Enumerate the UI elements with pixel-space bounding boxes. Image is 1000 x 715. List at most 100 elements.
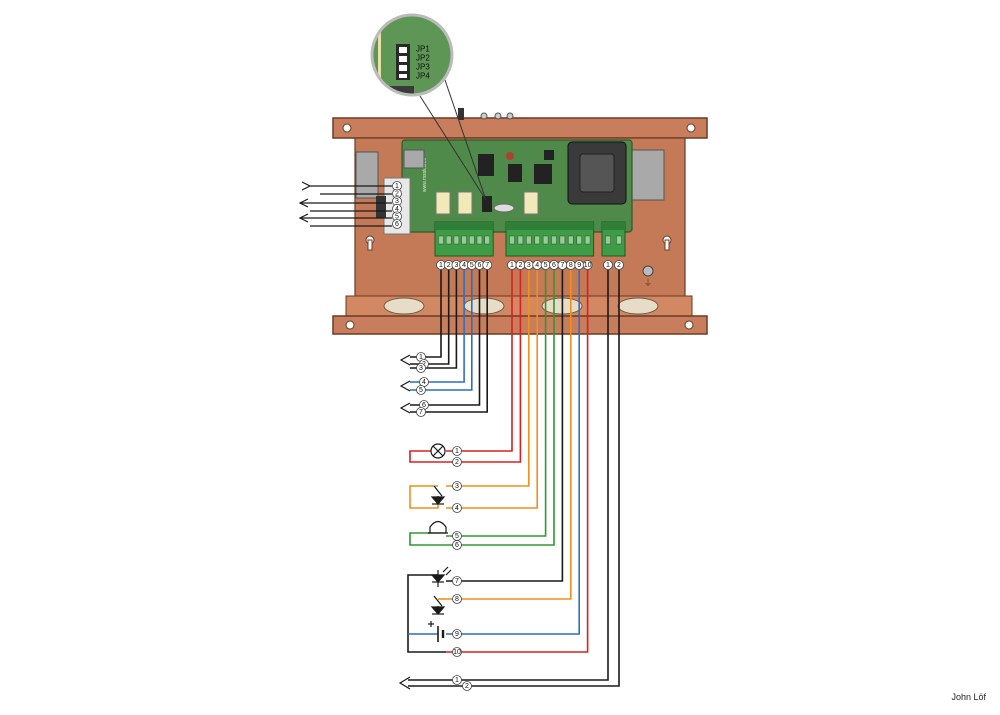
enclosure-top-flange [332,117,708,139]
left-terminal-wires [298,181,392,227]
led-icon [430,566,452,587]
ic-chip [544,150,554,160]
signal-arrow-icon [298,213,392,227]
terminal-block-b-pin-8: 8 [565,260,576,270]
svg-text:8: 8 [569,262,573,269]
terminal-blocks [434,221,626,257]
svg-text:2: 2 [465,683,469,690]
input-wire-5 [410,270,473,391]
ground-stud [642,265,654,277]
signal-arrow-icon [301,181,392,195]
svg-text:5: 5 [544,262,548,269]
grommet [617,297,659,315]
ic-chip [534,164,552,184]
relay [435,191,451,215]
terminal-block-b-pin-5: 5 [540,260,551,270]
lamp-label-2: 2 [452,457,462,467]
svg-text:1: 1 [455,677,459,684]
signal-arrow-icon [298,198,392,212]
output-wire-3 [446,270,530,487]
output-wire-2 [446,270,522,463]
input-label-7: 7 [416,407,426,417]
common-loop-wire [407,574,446,653]
jumper-label-jp4: JP4 [416,72,430,81]
svg-text:5: 5 [419,387,423,394]
svg-text:10: 10 [584,262,592,269]
input-wire-7 [410,270,489,413]
svg-text:1: 1 [606,262,610,269]
mount-hole [342,123,352,133]
jumper-label-jp1: JP1 [416,45,430,54]
svg-text:2: 2 [455,459,459,466]
ic-chip [478,154,494,176]
svg-text:5: 5 [455,533,459,540]
battery-icon [428,621,445,642]
potentiometer [506,152,514,160]
svg-text:6: 6 [395,221,399,228]
mount-hole [345,320,355,330]
button1-label-3: 3 [452,481,462,491]
keyhole-mount [662,235,672,251]
svg-text:7: 7 [560,262,564,269]
svg-text:4: 4 [535,262,539,269]
relay [457,191,473,215]
svg-text:4: 4 [455,505,459,512]
components [428,443,452,642]
svg-text:2: 2 [447,262,451,269]
svg-text:9: 9 [455,631,459,638]
svg-text:8: 8 [455,596,459,603]
svg-text:4: 4 [422,379,426,386]
battery-label-9: 9 [452,629,462,639]
svg-text:6: 6 [552,262,556,269]
horn-label-5: 5 [452,531,462,541]
svg-text:7: 7 [455,578,459,585]
horn-label-6: 6 [452,540,462,550]
svg-text:9: 9 [577,262,581,269]
lamp-loop-wire [409,450,446,463]
svg-text:6: 6 [478,262,482,269]
input-label-5: 5 [416,385,426,395]
svg-text:2: 2 [395,191,399,198]
terminal-block-b [505,221,595,257]
mount-hole [684,320,694,330]
output-wire-9 [446,270,581,635]
input-arrows [399,354,411,414]
button1-label-4: 4 [452,503,462,513]
svg-text:7: 7 [485,262,489,269]
jumper-block [482,196,492,212]
relay [523,191,539,215]
output-wire-5 [446,270,547,537]
svg-text:3: 3 [455,483,459,490]
svg-text:6: 6 [422,402,426,409]
button1-loop-wire [409,485,439,509]
horn-loop-wire [409,532,446,546]
svg-text:4: 4 [395,206,399,213]
input-wire-6 [410,270,481,406]
jumper-label-jp2: JP2 [416,54,430,63]
svg-text:5: 5 [395,213,399,220]
wires [398,270,620,690]
top-led [480,112,488,120]
terminal-block-b-pin-10: 10 [582,260,593,270]
svg-text:3: 3 [419,365,423,372]
svg-text:2: 2 [518,262,522,269]
input-arrow-icon [399,402,411,414]
svg-text:7: 7 [419,409,423,416]
power-wire-2 [408,270,620,687]
terminal-block-b-pin-3: 3 [523,260,534,270]
svg-text:1: 1 [455,448,459,455]
power-label-1: 1 [452,675,462,685]
top-led [494,112,502,120]
top-switch [458,108,464,120]
svg-text:5: 5 [470,262,474,269]
ground-symbol: ⏚ [643,278,652,288]
author-credit: John Löf [951,692,986,702]
terminal-block-a [434,221,494,257]
lamp-icon [430,443,446,459]
side-bracket-right [631,149,665,201]
output-wire-10 [446,270,589,653]
